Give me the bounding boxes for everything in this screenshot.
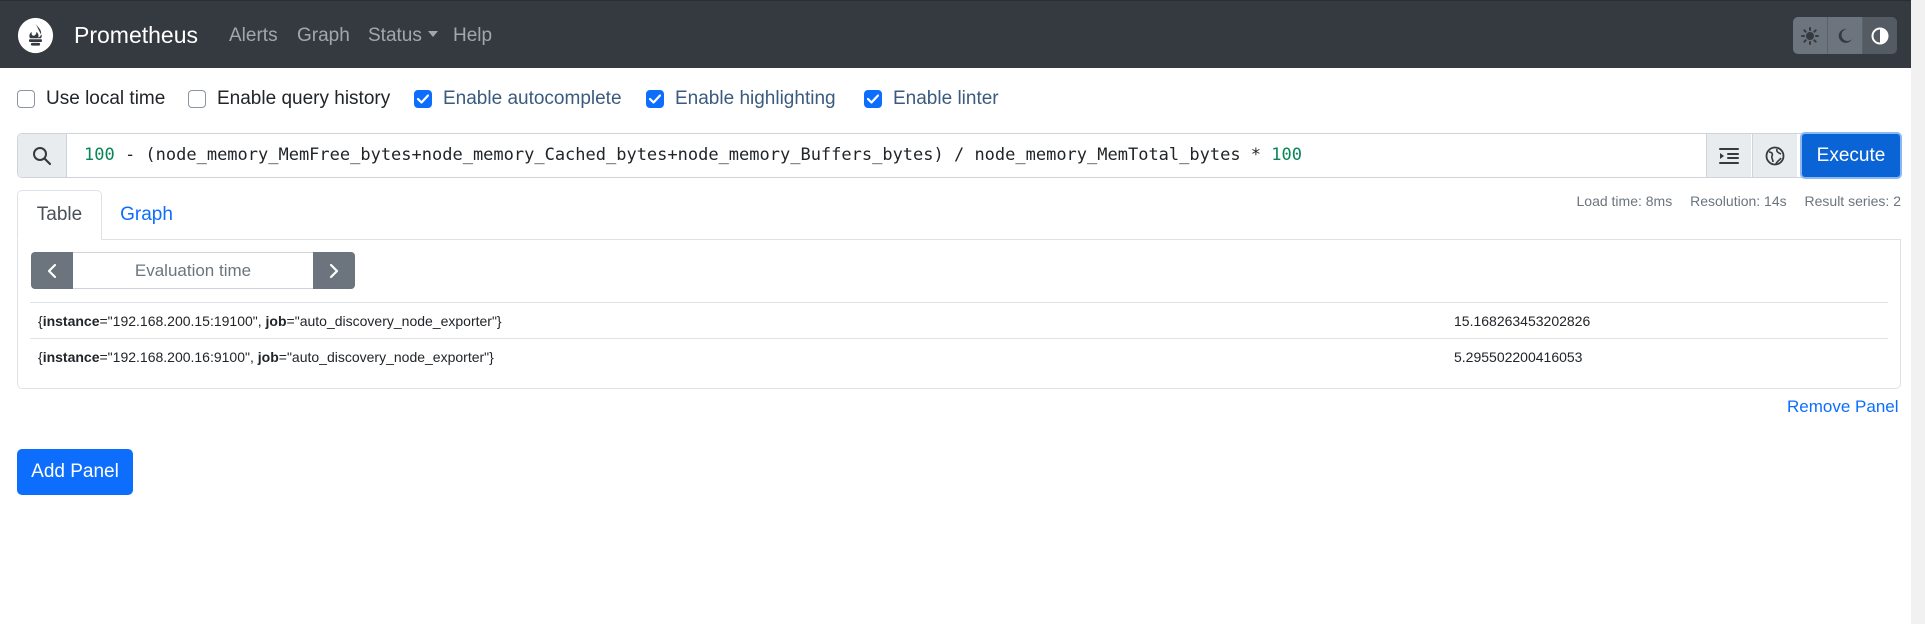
chevron-right-icon	[329, 263, 339, 278]
label-value: 192.168.200.15:19100	[112, 313, 253, 329]
tab-graph[interactable]: Graph	[120, 204, 173, 225]
table-panel: Evaluation time {instance="192.168.200.1…	[17, 239, 1901, 389]
table-row: {instance="192.168.200.15:19100", job="a…	[30, 302, 1888, 338]
query-expression-input[interactable]: 100 - (node_memory_MemFree_bytes+node_me…	[84, 145, 1302, 165]
contrast-icon	[1871, 27, 1889, 44]
query-stats: Load time: 8ms Resolution: 14s Result se…	[1563, 193, 1902, 209]
option-label: Enable linter	[893, 88, 999, 109]
expr-number: 100	[84, 145, 115, 165]
option-label: Enable query history	[217, 88, 391, 109]
format-expression-button[interactable]	[1706, 134, 1751, 177]
result-series: Result series: 2	[1804, 193, 1901, 209]
add-panel-button[interactable]: Add Panel	[17, 449, 133, 495]
series-labels: {instance="192.168.200.16:9100", job="au…	[38, 349, 494, 365]
checkbox-enable-linter[interactable]	[864, 90, 882, 108]
indent-icon	[1719, 147, 1739, 164]
remove-panel-link[interactable]: Remove Panel	[1787, 397, 1899, 416]
previous-time-button[interactable]	[31, 252, 73, 289]
series-value: 15.168263453202826	[1454, 313, 1591, 329]
table-row: {instance="192.168.200.16:9100", job="au…	[30, 338, 1888, 374]
next-time-button[interactable]	[313, 252, 355, 289]
label-key: job	[265, 313, 287, 329]
evaluation-time-input[interactable]: Evaluation time	[73, 252, 313, 289]
check-icon	[649, 94, 661, 104]
option-label: Enable highlighting	[675, 88, 836, 109]
option-enable-autocomplete[interactable]: Enable autocomplete	[414, 88, 622, 110]
option-use-local-time[interactable]: Use local time	[17, 88, 165, 110]
nav-status-dropdown[interactable]: Status	[368, 25, 438, 47]
globe-icon	[1765, 146, 1785, 165]
prometheus-logo-icon[interactable]	[17, 17, 54, 54]
check-icon	[867, 94, 879, 104]
nav-help[interactable]: Help	[453, 25, 493, 46]
navbar: Prometheus Alerts Graph Status Help	[0, 0, 1925, 68]
checkbox-enable-highlighting[interactable]	[646, 90, 664, 108]
option-label: Enable autocomplete	[443, 88, 622, 109]
sun-icon	[1801, 26, 1819, 45]
check-icon	[417, 94, 429, 104]
label-key: job	[257, 349, 279, 365]
query-bar: 100 - (node_memory_MemFree_bytes+node_me…	[17, 133, 1901, 178]
nav-status-label: Status	[368, 25, 422, 46]
caret-down-icon	[427, 31, 438, 37]
search-icon-box	[18, 134, 67, 177]
series-value: 5.295502200416053	[1454, 349, 1583, 365]
tab-table[interactable]: Table	[17, 190, 102, 240]
label-value: 192.168.200.16:9100	[112, 349, 246, 365]
option-label: Use local time	[46, 88, 166, 109]
search-icon	[33, 146, 52, 165]
label-key: instance	[42, 349, 100, 365]
resolution: Resolution: 14s	[1690, 193, 1787, 209]
load-time: Load time: 8ms	[1576, 193, 1673, 209]
label-value: auto_discovery_node_exporter	[291, 349, 485, 365]
execute-button[interactable]: Execute	[1800, 132, 1902, 179]
expr-body: - (node_memory_MemFree_bytes+node_memory…	[114, 145, 1272, 165]
option-enable-query-history[interactable]: Enable query history	[188, 88, 390, 110]
page-scrollbar[interactable]	[1911, 0, 1925, 624]
auto-theme-button[interactable]	[1863, 17, 1897, 54]
checkbox-enable-autocomplete[interactable]	[414, 90, 432, 108]
label-value: auto_discovery_node_exporter	[299, 313, 492, 329]
moon-icon	[1838, 28, 1852, 43]
nav-graph[interactable]: Graph	[297, 25, 350, 46]
label-key: instance	[42, 313, 100, 329]
evaluation-time-group: Evaluation time	[31, 252, 355, 289]
series-labels: {instance="192.168.200.15:19100", job="a…	[38, 313, 502, 329]
option-enable-highlighting[interactable]: Enable highlighting	[646, 88, 836, 110]
checkbox-enable-query-history[interactable]	[188, 90, 206, 108]
light-theme-button[interactable]	[1793, 17, 1828, 54]
option-enable-linter[interactable]: Enable linter	[864, 88, 999, 110]
theme-toggle-group	[1793, 17, 1897, 54]
dark-theme-button[interactable]	[1828, 17, 1863, 54]
checkbox-use-local-time[interactable]	[17, 90, 35, 108]
expr-number: 100	[1271, 145, 1302, 165]
nav-alerts[interactable]: Alerts	[229, 25, 278, 46]
chevron-left-icon	[47, 263, 57, 278]
metrics-explorer-button[interactable]	[1752, 134, 1797, 177]
brand-title[interactable]: Prometheus	[74, 22, 199, 48]
